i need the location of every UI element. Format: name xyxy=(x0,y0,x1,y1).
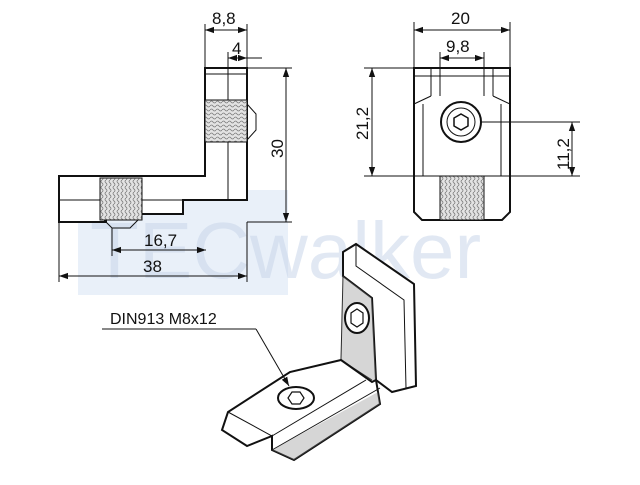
hex-socket-icon xyxy=(453,113,469,131)
iso-bolt-vertical xyxy=(344,302,370,334)
screw-callout: DIN913 M8x12 xyxy=(102,311,290,387)
hex-socket-icon xyxy=(287,391,305,405)
hex-socket-icon xyxy=(350,308,364,328)
dim-top-inner: 4 xyxy=(232,39,241,58)
side-view-screw-horizontal-leg xyxy=(99,177,143,221)
side-view-body xyxy=(58,67,248,223)
callout-leader xyxy=(255,328,290,387)
end-view-chamfer-right xyxy=(492,95,511,105)
side-view-screw-vertical-leg xyxy=(204,99,248,143)
iso-bolt-horizontal xyxy=(277,386,315,410)
dim-inner-length: 16,7 xyxy=(144,231,177,250)
dim-slot: 9,8 xyxy=(446,37,470,56)
dim-top-outer: 8,8 xyxy=(212,9,236,28)
iso-horizontal-top xyxy=(271,379,381,451)
dim-screw-height: 11,2 xyxy=(554,138,573,170)
end-view: 20 9,8 21,2 11,2 xyxy=(353,9,580,221)
dim-height: 30 xyxy=(268,139,287,158)
side-view-screw-tip xyxy=(246,103,257,141)
end-view-thread xyxy=(439,175,485,221)
end-view-chamfer-left xyxy=(413,95,432,105)
dim-width: 20 xyxy=(451,9,470,28)
side-view-screw-bottom xyxy=(103,219,139,229)
dim-total-length: 38 xyxy=(143,257,162,276)
screw-label: DIN913 M8x12 xyxy=(110,311,217,328)
isometric-view xyxy=(220,242,418,462)
iso-shade xyxy=(272,392,380,460)
iso-vertical-edge xyxy=(355,244,407,389)
side-view: 8,8 4 30 16,7 38 xyxy=(58,9,292,282)
iso-vertical-leg xyxy=(342,242,418,394)
dim-height-left: 21,2 xyxy=(353,107,372,140)
end-view-bolt-ring xyxy=(446,107,476,137)
